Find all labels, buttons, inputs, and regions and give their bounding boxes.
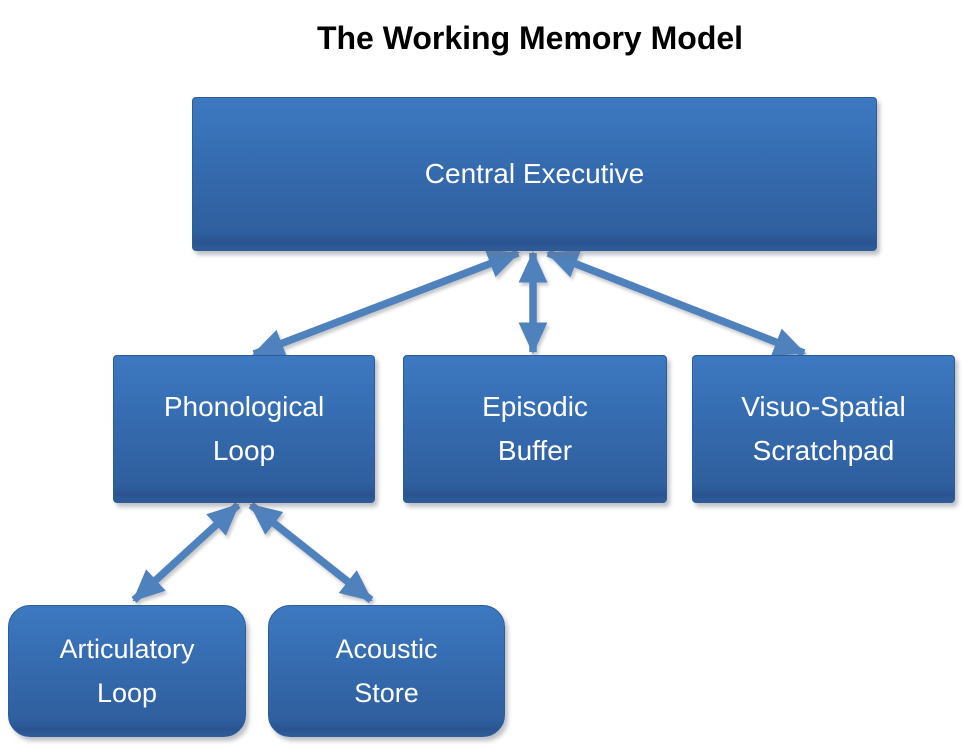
node-label-line: Loop	[96, 678, 158, 708]
diagram-title: The Working Memory Model	[316, 20, 744, 56]
node-label-line: Loop	[212, 435, 276, 466]
node-episodic-buffer: Episodic Buffer	[403, 355, 667, 503]
node-label-line: Buffer	[497, 435, 573, 466]
node-visuo-spatial-scratchpad: Visuo-Spatial Scratchpad	[692, 355, 955, 503]
connector-phonological-acoustic	[248, 502, 374, 603]
node-label-line: Episodic	[482, 391, 588, 422]
node-articulatory-loop-label: Articulatory Loop	[59, 627, 194, 715]
node-label-line: Visuo-Spatial	[741, 391, 906, 422]
node-acoustic-store-label: Acoustic Store	[335, 627, 437, 715]
connector-phonological-articulatory	[131, 502, 241, 603]
node-label-line: Articulatory	[59, 634, 195, 664]
node-label-line: Store	[354, 678, 419, 708]
node-episodic-buffer-label: Episodic Buffer	[482, 385, 588, 473]
node-central-executive-label: Central Executive	[425, 152, 644, 196]
node-label-line: Scratchpad	[752, 435, 895, 466]
node-label-line: Phonological	[163, 391, 325, 422]
node-phonological-loop-label: Phonological Loop	[164, 385, 324, 473]
node-visuo-spatial-scratchpad-label: Visuo-Spatial Scratchpad	[741, 385, 905, 473]
node-label-line: Central Executive	[424, 158, 645, 189]
node-phonological-loop: Phonological Loop	[113, 355, 375, 503]
node-articulatory-loop: Articulatory Loop	[8, 605, 246, 737]
node-acoustic-store: Acoustic Store	[268, 605, 505, 737]
node-label-line: Acoustic	[335, 634, 438, 664]
connector-central-phonological	[252, 249, 520, 358]
node-central-executive: Central Executive	[192, 97, 877, 251]
connector-central-visuo-spatial	[546, 249, 806, 357]
